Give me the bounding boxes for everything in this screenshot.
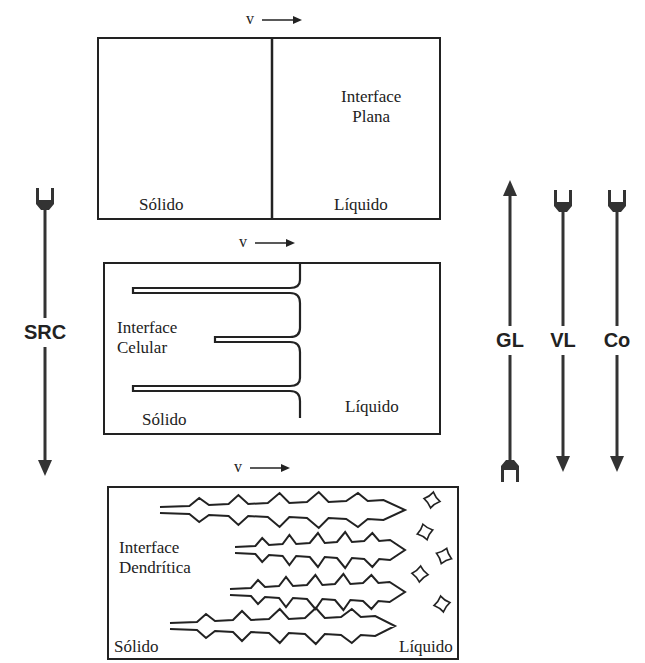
velocity-symbol: v bbox=[238, 233, 248, 251]
process-box: Interface PlanaSólido Líquido bbox=[97, 37, 441, 220]
planar-interface bbox=[271, 37, 274, 220]
interface-label: Interface Plana bbox=[339, 87, 403, 126]
dendritic-interface bbox=[160, 492, 405, 644]
phase-label: Sólido bbox=[140, 410, 188, 430]
interface-label: Interface Dendrítica bbox=[117, 538, 193, 577]
process-box: Interface DendríticaSólido Líquido bbox=[107, 486, 459, 660]
velocity-symbol: v bbox=[245, 10, 255, 28]
axis-label: GL bbox=[495, 326, 525, 355]
phase-label: Líquido bbox=[397, 637, 455, 657]
phase-label: Sólido bbox=[112, 637, 160, 657]
axis-label: VL bbox=[549, 326, 577, 355]
phase-label: Sólido bbox=[137, 195, 185, 215]
velocity-arrow bbox=[250, 16, 302, 472]
axis-label: SRC bbox=[23, 318, 67, 347]
axis-label: Co bbox=[603, 326, 632, 355]
equiaxed-crystals bbox=[411, 491, 454, 614]
phase-label: Líquido bbox=[332, 195, 390, 215]
interface-label: Interface Celular bbox=[115, 318, 179, 357]
velocity-symbol: v bbox=[233, 458, 243, 476]
phase-label: Líquido bbox=[343, 397, 401, 417]
process-box: Interface CelularSólido Líquido bbox=[103, 262, 441, 435]
